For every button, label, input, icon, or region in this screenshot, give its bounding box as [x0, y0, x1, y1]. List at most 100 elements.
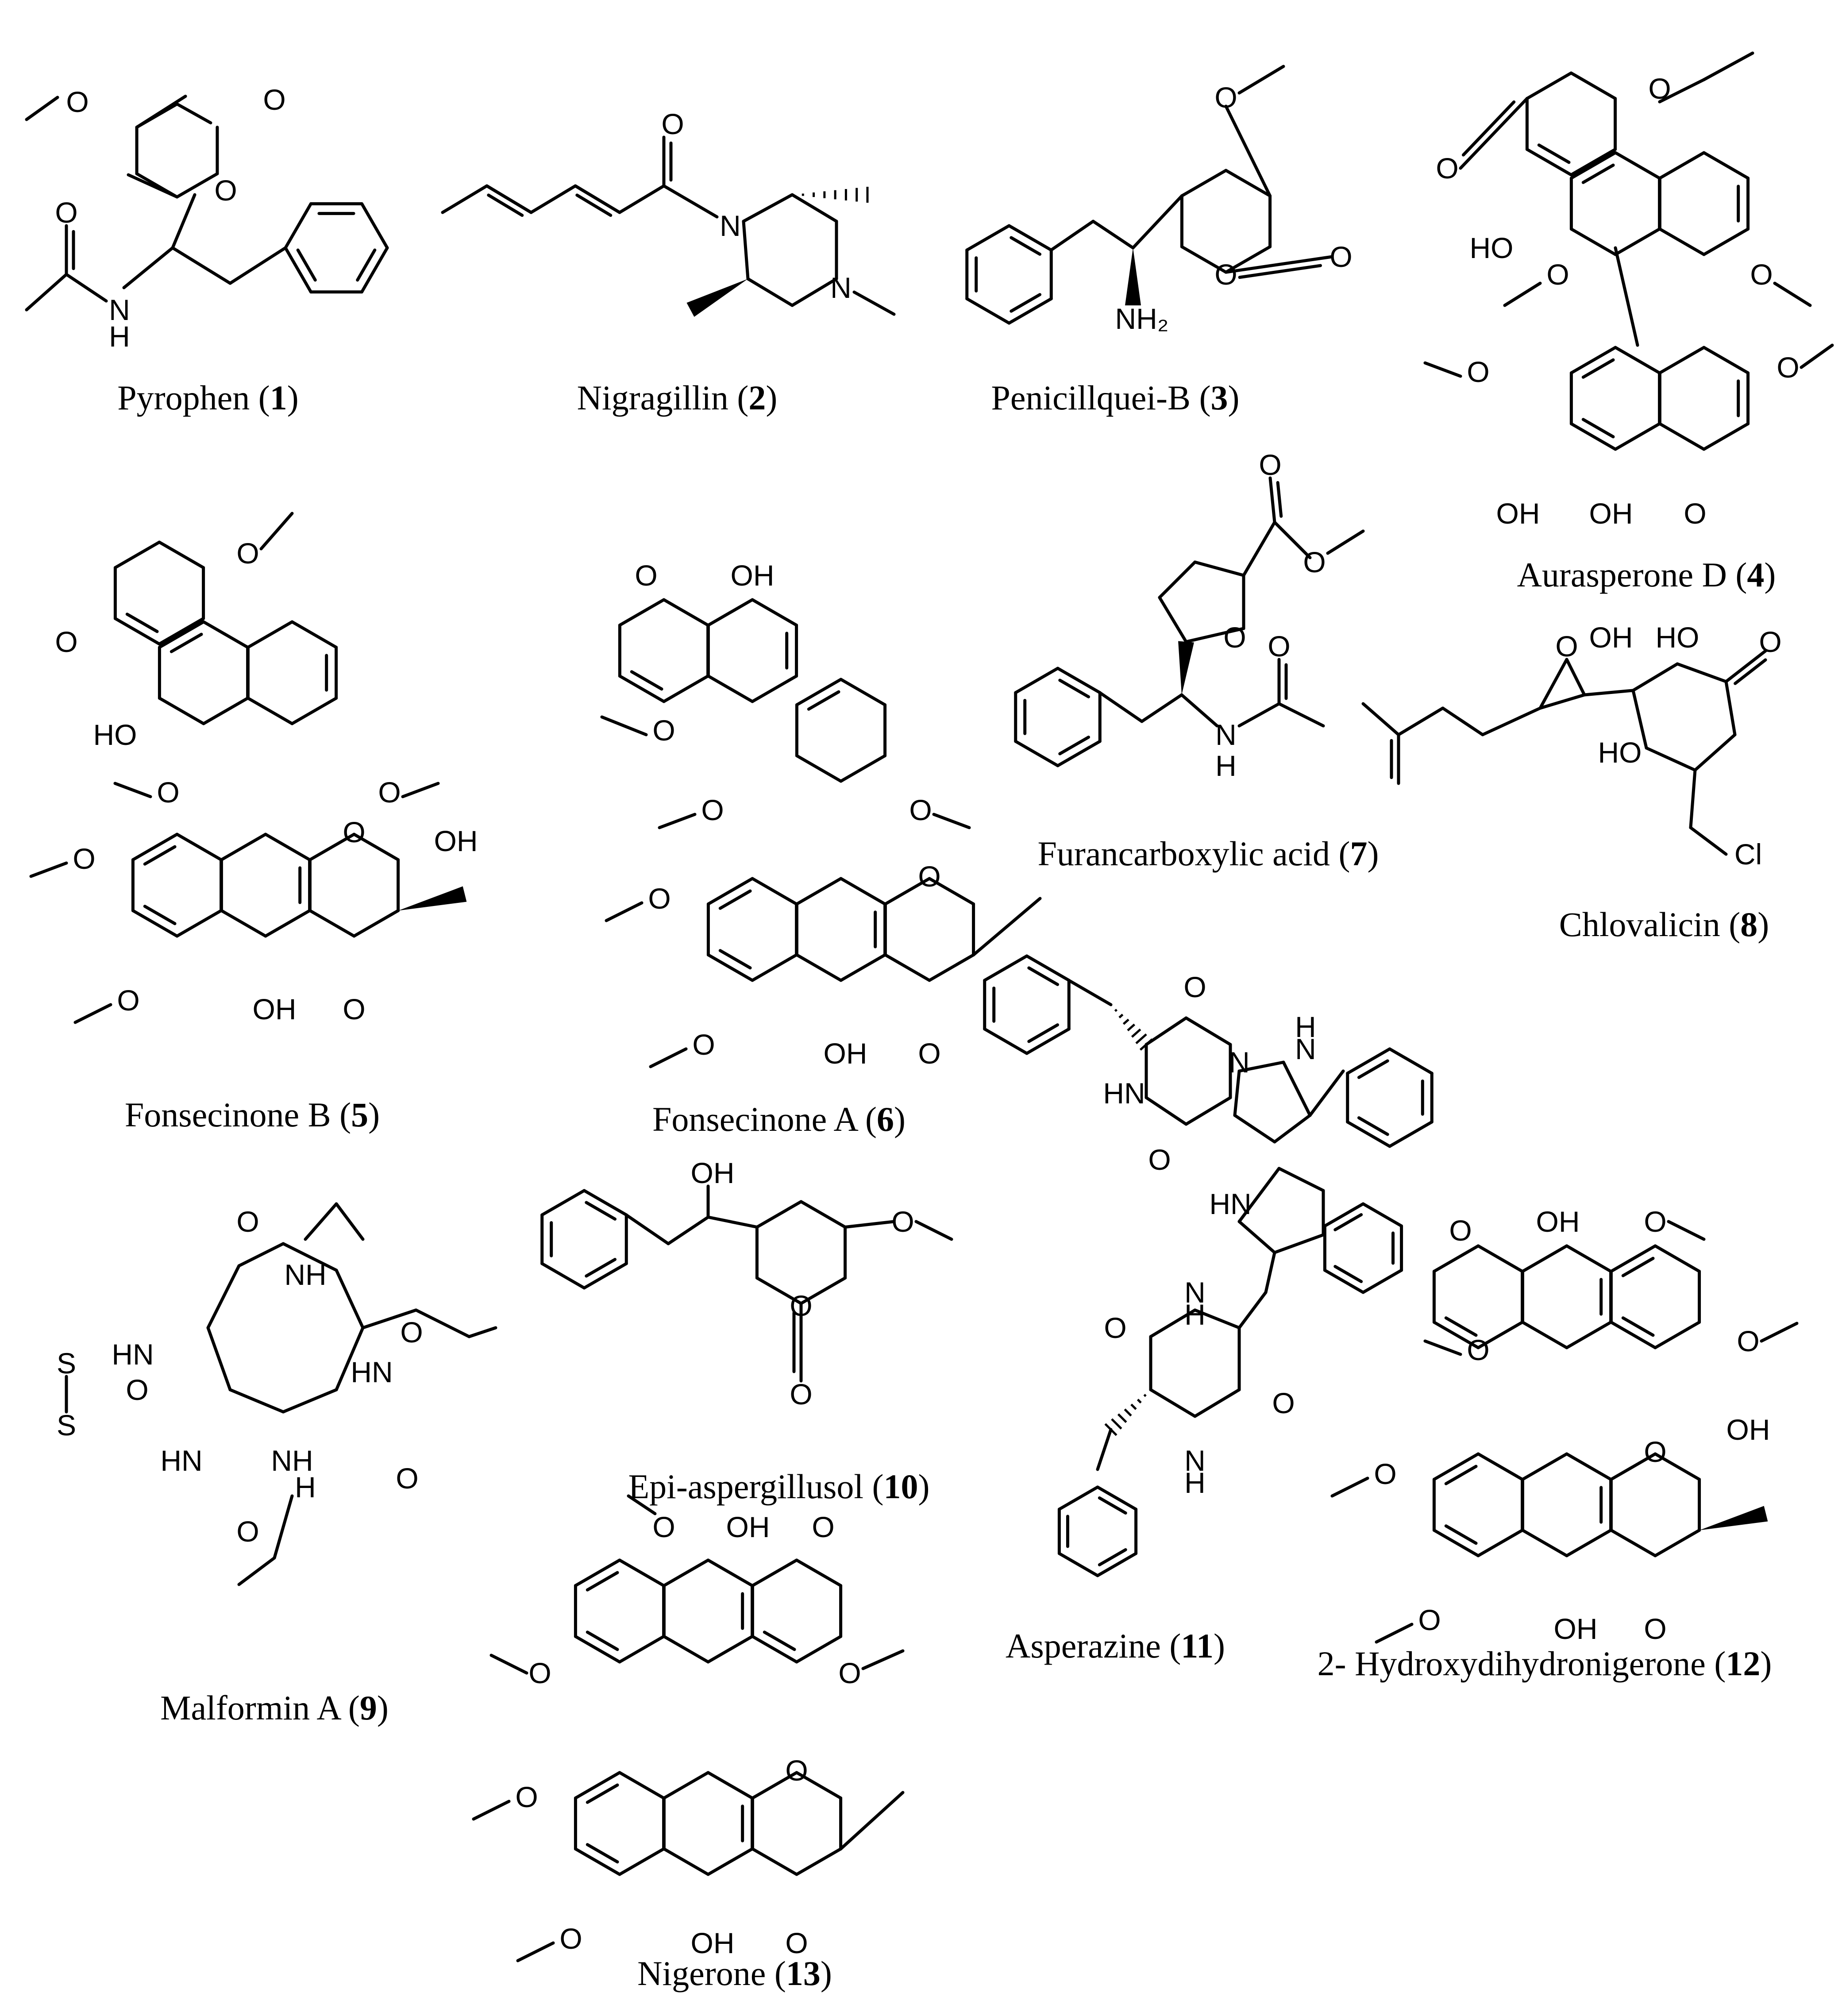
atom-o: O	[1148, 1143, 1171, 1176]
caption-7: Furancarboxylic acid (7)	[1037, 834, 1379, 873]
atom-o: O	[117, 984, 139, 1017]
atom-s-9a: S	[57, 1347, 76, 1380]
caption-12: 2- Hydroxydihydronigerone (12)	[1317, 1644, 1772, 1683]
atom-oh-4a: OH	[1496, 497, 1540, 530]
atom-o: O	[1418, 1604, 1441, 1636]
atom-nh: NH	[271, 1444, 313, 1477]
atom-n: N	[830, 271, 852, 304]
atom-ho: HO	[1470, 231, 1514, 264]
caption-9: Malformin A (9)	[160, 1688, 389, 1727]
atom-o: O	[648, 882, 671, 915]
caption-6: Fonsecinone A (6)	[652, 1100, 906, 1138]
atom-o: O	[1259, 448, 1281, 481]
atom-oh: OH	[1536, 1205, 1580, 1238]
atom-o: O	[1329, 240, 1352, 273]
atom-n: N	[720, 209, 741, 242]
atom-o: O	[1183, 971, 1206, 1003]
caption-11: Asperazine (11)	[1006, 1627, 1225, 1665]
atom-o: O	[838, 1657, 861, 1689]
atom-o: O	[1684, 497, 1706, 530]
atom-oh: OH	[253, 993, 297, 1025]
atom-o: O	[1648, 72, 1671, 105]
atom-h: H	[1215, 749, 1237, 782]
atom-o: O	[785, 1927, 808, 1959]
atom-o: O	[812, 1511, 834, 1543]
structure-2: O N N	[441, 108, 896, 317]
atom-h: H	[1184, 1466, 1206, 1499]
caption-4: Aurasperone D (4)	[1517, 555, 1776, 594]
atom-h: H	[1184, 1298, 1206, 1331]
caption-1: Pyrophen (1)	[117, 378, 299, 417]
atom-o: O	[1223, 621, 1246, 654]
atom-o: O	[73, 842, 95, 875]
atom-o: O	[1546, 258, 1569, 291]
atom-n: N	[1215, 718, 1237, 751]
atom-o: O	[236, 537, 259, 570]
atom-o: O	[692, 1028, 715, 1061]
atom-o: O	[1214, 81, 1237, 114]
atom-o: O	[1467, 355, 1489, 388]
atom-o: O	[396, 1462, 418, 1495]
atom-o: O	[1644, 1205, 1666, 1238]
atom-o: O	[635, 559, 657, 592]
atom-o: O	[236, 1205, 259, 1238]
atom-o: O	[1272, 1387, 1295, 1419]
atom-o: O	[55, 196, 77, 229]
atom-nh: NH	[284, 1258, 326, 1291]
atom-o: O	[236, 1515, 259, 1548]
atom-o: O	[400, 1316, 423, 1349]
atom-cl: Cl	[1734, 838, 1762, 871]
atom-o: O	[909, 794, 932, 826]
atom-o: O	[1644, 1612, 1666, 1645]
atom-n: N	[1184, 1276, 1206, 1309]
atom-oh: OH	[1726, 1413, 1770, 1446]
atom-o: O	[126, 1373, 148, 1406]
atom-o: O	[918, 1037, 940, 1070]
atom-ho: HO	[1598, 736, 1642, 769]
atom-h: H	[1295, 1010, 1316, 1043]
atom-nh2: NH₂	[1115, 302, 1169, 335]
atom-h: H	[295, 1471, 316, 1503]
atom-oh: OH	[824, 1037, 867, 1070]
caption-10: Epi-aspergillusol (10)	[628, 1467, 930, 1506]
atom-o: O	[661, 108, 684, 140]
atom-o: O	[1737, 1325, 1759, 1357]
atom-o: O	[559, 1922, 582, 1955]
atom-oh: OH	[691, 1927, 735, 1959]
atom-h: H	[109, 320, 130, 353]
atom-ho: HO	[1656, 621, 1699, 654]
atom-o: O	[1374, 1457, 1396, 1490]
atom-oh: OH	[726, 1511, 770, 1543]
atom-oh-4b: OH	[1589, 497, 1633, 530]
caption-3: Penicillquei-B (3)	[991, 378, 1240, 417]
atom-o: O	[701, 794, 724, 826]
atom-ho: HO	[93, 718, 137, 751]
atom-o: O	[790, 1378, 812, 1411]
atom-o: O	[528, 1657, 551, 1689]
atom-oh: OH	[1554, 1612, 1598, 1645]
atom-o: O	[652, 714, 675, 747]
atom-o: O	[1555, 630, 1578, 663]
atom-o: O	[343, 993, 365, 1025]
atom-n: N	[109, 293, 130, 326]
atom-o: O	[1750, 258, 1773, 291]
atom-o: O	[918, 860, 940, 893]
atom-o: O	[1759, 625, 1781, 658]
caption-13: Nigerone (13)	[637, 1954, 832, 1993]
atom-o: O	[652, 1511, 675, 1543]
atom-oh: OH	[691, 1156, 735, 1189]
